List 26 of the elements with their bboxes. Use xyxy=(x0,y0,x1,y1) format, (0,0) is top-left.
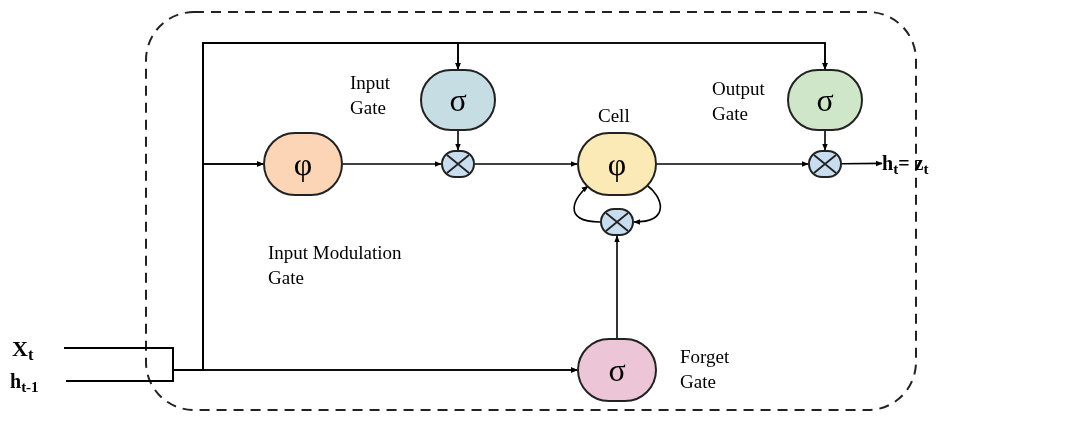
symbol-text: φ xyxy=(293,148,313,180)
arrow xyxy=(342,161,442,167)
arrow xyxy=(474,161,578,167)
gate-label: Input Modulation Gate xyxy=(268,241,403,290)
arrow xyxy=(614,235,620,339)
arrow xyxy=(841,160,883,167)
arrow xyxy=(822,130,828,151)
arrow xyxy=(455,130,461,151)
variable-label: X$_{t}$ xyxy=(12,333,64,363)
symbol-text: σ xyxy=(816,84,834,116)
symbol-text: σ xyxy=(449,84,467,116)
multiply-node xyxy=(441,150,475,178)
arrow xyxy=(573,185,601,223)
arrow xyxy=(633,184,662,225)
gate-label: Output Gate xyxy=(712,77,766,126)
variable-label: h$_{t}$= z$_{t}$ xyxy=(882,148,962,178)
symbol-text: σ xyxy=(608,354,626,386)
arrow xyxy=(65,367,578,382)
gate-label: Cell xyxy=(598,104,631,128)
variable-label: h$_{t-1}$ xyxy=(10,366,66,396)
multiply-node xyxy=(808,150,842,178)
multiply-node xyxy=(600,208,634,236)
gate-label: Forget Gate xyxy=(680,345,731,394)
symbol-text: φ xyxy=(607,148,627,180)
gate-label: Input Gate xyxy=(350,71,392,120)
arrow xyxy=(656,161,809,167)
